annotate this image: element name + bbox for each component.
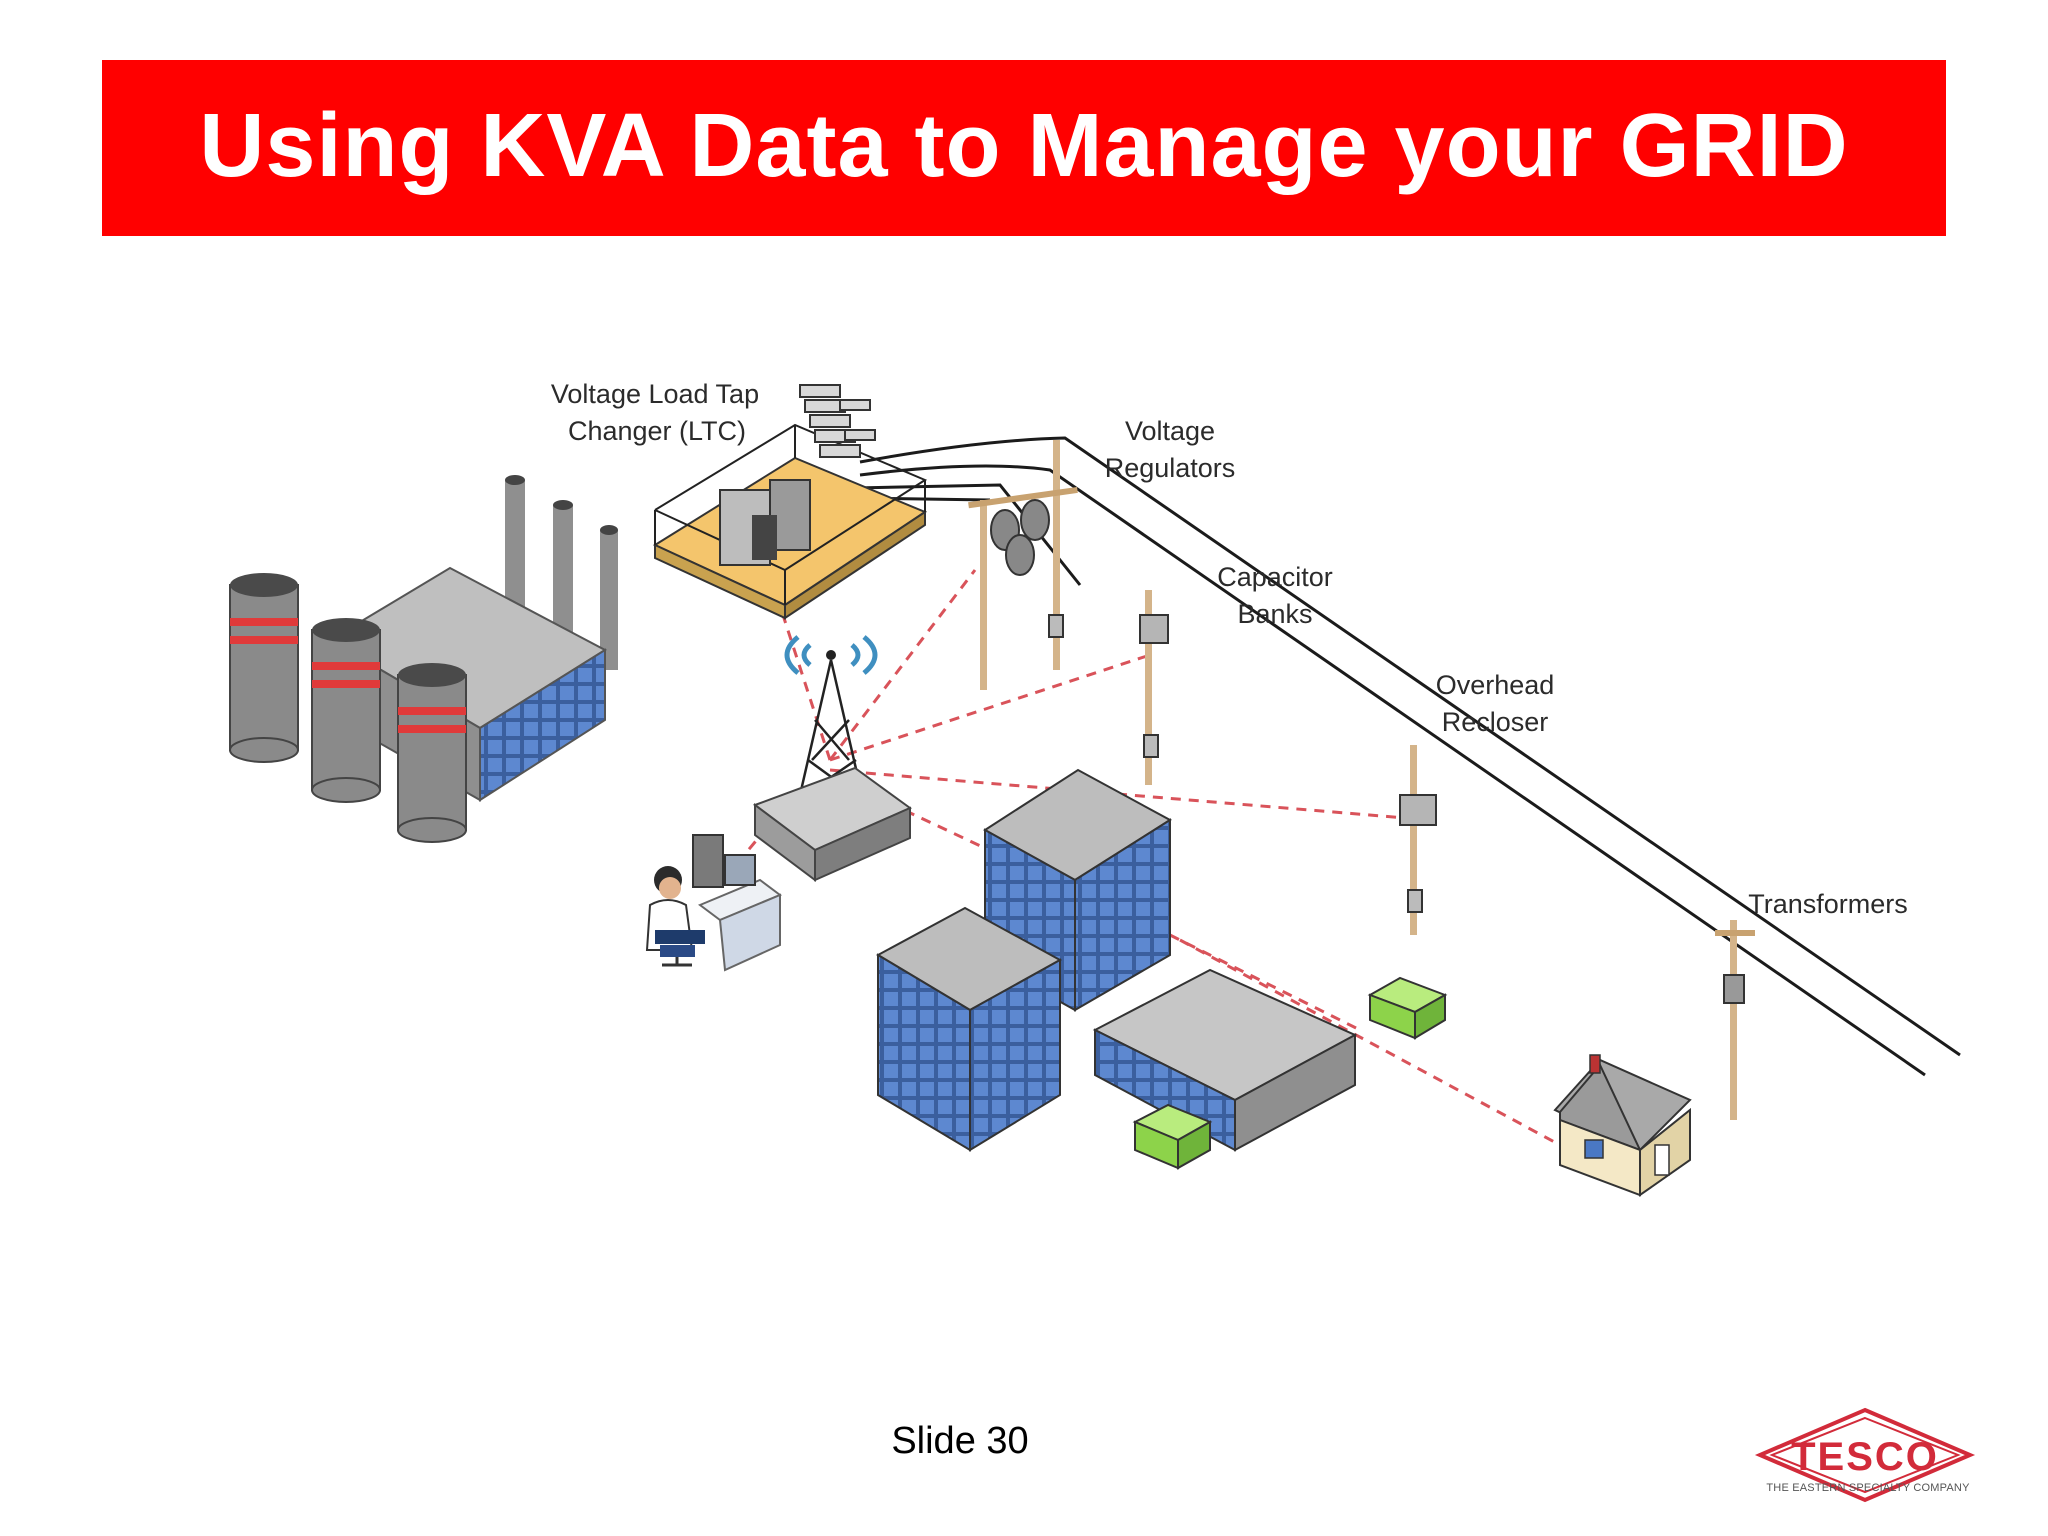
label-regulators-2: Regulators <box>1105 453 1236 483</box>
title-bar: Using KVA Data to Manage your GRID <box>102 60 1946 236</box>
house-icon <box>1553 1054 1692 1197</box>
label-capacitor-2: Banks <box>1237 599 1312 629</box>
operator-workstation-icon <box>645 834 782 972</box>
label-transformers: Transformers <box>1748 889 1908 919</box>
label-capacitor-1: Capacitor <box>1217 562 1333 592</box>
label-recloser-1: Overhead <box>1436 670 1555 700</box>
utility-pole-icon <box>1715 920 1755 1120</box>
label-ltc-2: Changer (LTC) <box>568 416 746 446</box>
slide-number: Slide 30 <box>891 1420 1029 1462</box>
office-building-icon <box>875 906 1063 1152</box>
logo-tagline: THE EASTERN SPECIALTY COMPANY <box>1766 1482 1970 1494</box>
pad-mount-transformer-icon <box>1367 976 1448 1040</box>
radio-tower-icon <box>752 635 912 882</box>
label-recloser-2: Recloser <box>1442 707 1549 737</box>
utility-poles <box>968 440 1755 1120</box>
tesco-logo-icon: TESCO <box>1754 1407 1976 1503</box>
utility-pole-icon <box>1399 745 1437 935</box>
substation-icon <box>652 384 928 620</box>
utility-pole-icon <box>968 440 1078 690</box>
svg-text:TESCO: TESCO <box>1791 1435 1939 1479</box>
power-plant-icon <box>229 475 618 843</box>
pad-mount-transformer-icon <box>1132 1103 1213 1170</box>
slide-title: Using KVA Data to Manage your GRID <box>199 95 1849 196</box>
label-ltc-1: Voltage Load Tap <box>551 379 759 409</box>
label-regulators-1: Voltage <box>1125 416 1215 446</box>
utility-pole-icon <box>1139 590 1169 785</box>
